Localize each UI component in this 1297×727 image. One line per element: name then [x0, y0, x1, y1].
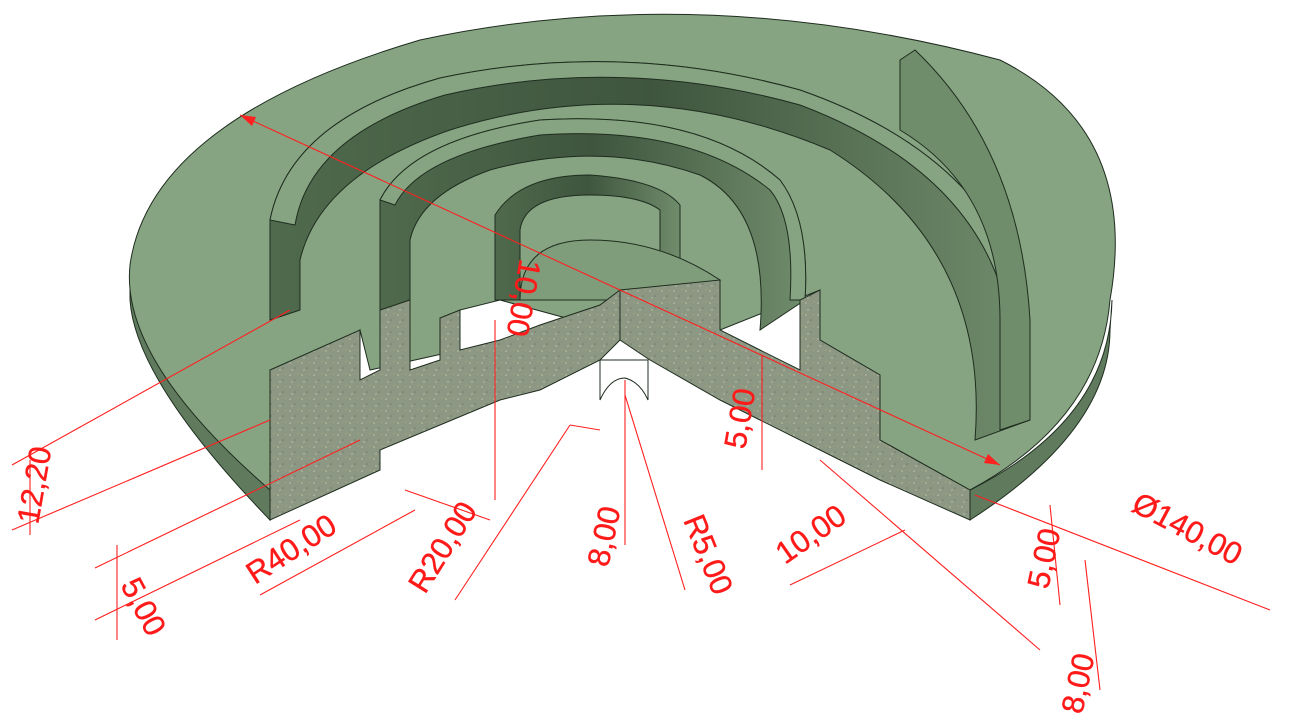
dim-hole-radius: R5,00	[677, 510, 740, 600]
section-cut-left	[269, 289, 621, 521]
right-wall-segment	[899, 49, 1031, 431]
dim-center-depth: 8,00	[581, 503, 628, 569]
dim-right-step: 5,00	[1021, 525, 1068, 591]
dim-base-thickness: 5,00	[114, 572, 173, 642]
dim-right-depth: 8,00	[1055, 650, 1102, 716]
dim-wall-spacing: 10,00	[769, 498, 853, 571]
part-body	[128, 13, 1116, 522]
center-hole	[599, 359, 649, 401]
dim-diameter: Ø140,00	[1127, 485, 1248, 572]
dimension-lines	[11, 114, 1271, 691]
section-cut-right	[619, 279, 971, 521]
